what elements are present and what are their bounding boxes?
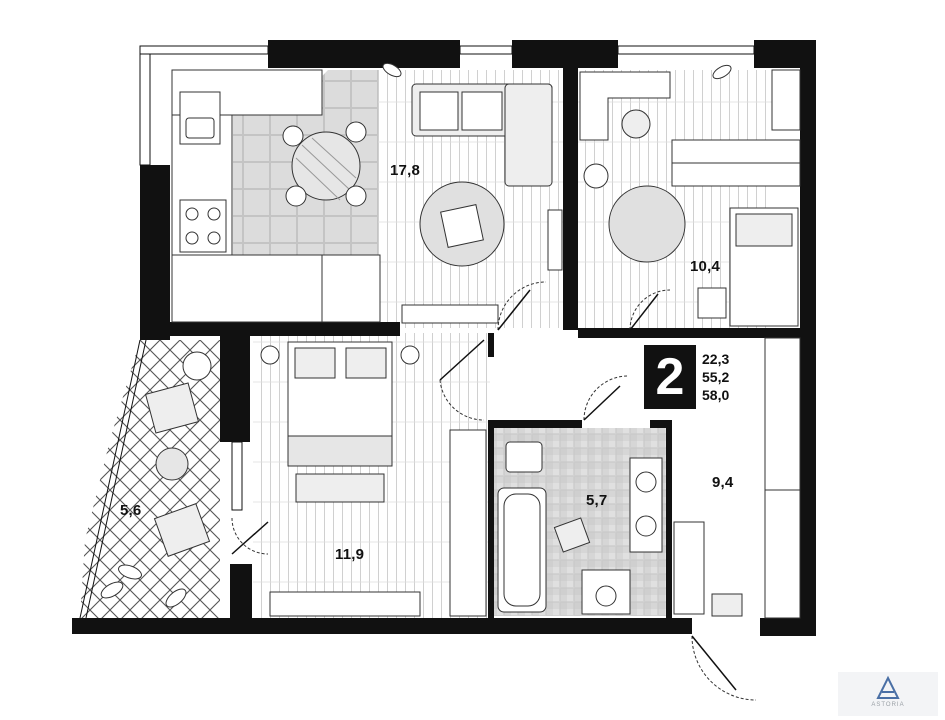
wall-bath-right (666, 420, 672, 618)
doors (231, 281, 757, 701)
apartment-summary-badge: 2 22,3 55,2 58,0 (644, 345, 744, 409)
basin-2 (635, 515, 657, 537)
windows (79, 45, 755, 619)
office-lamp (583, 163, 609, 189)
tv-stand (401, 304, 499, 324)
basin-1 (635, 471, 657, 493)
area-bathroom: 5,7 (586, 492, 608, 509)
total-area-with-balcony: 58,0 (702, 387, 730, 403)
shoe-cabinet (673, 521, 705, 615)
toilet (505, 441, 543, 473)
wall-living-office (563, 40, 578, 330)
armchair-2 (153, 503, 211, 557)
hallway-furniture (673, 337, 801, 619)
stove (179, 199, 227, 253)
window-kitchen-top (139, 45, 269, 55)
wall-bedroom-right (488, 333, 494, 357)
area-bedroom: 11,9 (335, 546, 365, 563)
area-stats: 22,3 55,2 58,0 (702, 350, 729, 404)
bath-mat (553, 517, 591, 553)
wall-right (800, 40, 816, 636)
balcony-planter (182, 351, 212, 381)
door-office (629, 289, 671, 331)
walls (72, 40, 816, 636)
bathroom-fixtures (497, 441, 663, 615)
wall-left-kitchen (140, 165, 170, 340)
astoria-logo-icon (876, 675, 900, 699)
hall-wardrobe (764, 337, 801, 619)
brand-logo: ASTORIA (838, 672, 938, 716)
kitchen-counter-bottom (171, 254, 381, 323)
wall-bath-top (494, 420, 582, 428)
door-bedroom (439, 379, 485, 421)
area-bedroom-office: 10,4 (690, 258, 720, 275)
door-balcony (231, 517, 269, 555)
balcony-edge-2 (85, 339, 147, 619)
coffee-table (440, 204, 484, 248)
area-balcony: 5,6 (120, 502, 142, 519)
rooms-count: 2 (644, 345, 696, 409)
bedroom-furniture (260, 341, 487, 617)
balcony-edge (79, 339, 141, 619)
plant-icon (100, 62, 732, 608)
nightstand (697, 287, 727, 319)
desk (579, 71, 671, 141)
wall-bottom (72, 618, 692, 634)
wall-living-bottom (380, 322, 400, 336)
living-area: 22,3 (702, 351, 730, 367)
hall-pouf (711, 593, 743, 617)
wall-balcony-bedroom-2 (230, 564, 252, 620)
area-hallway: 9,4 (712, 474, 734, 491)
wall-bottom-right (760, 618, 816, 636)
armchair-1 (144, 382, 200, 434)
door-living (497, 281, 547, 331)
bench (295, 473, 385, 503)
side-table (155, 447, 189, 481)
wall-bath-top-2 (650, 420, 670, 428)
brand-name: ASTORIA (871, 702, 905, 708)
bed-lamp-left (260, 345, 280, 365)
wall-top-1 (268, 40, 460, 68)
kitchen (171, 69, 381, 323)
bedroom-desk (269, 591, 421, 617)
window-kitchen-left (139, 53, 151, 166)
wall-balcony-bedroom (220, 322, 250, 442)
wall-kitchen-bottom (140, 322, 380, 336)
total-area: 55,2 (702, 369, 730, 385)
desk-chair (621, 109, 651, 139)
door-entrance (691, 635, 757, 701)
wall-office-bottom (578, 328, 800, 338)
window-living-top (459, 45, 513, 55)
dining-table (282, 121, 367, 207)
bedroom-wardrobe (449, 429, 487, 617)
sink-basin (185, 117, 215, 139)
door-bath (583, 375, 629, 421)
balcony-furniture (100, 62, 732, 608)
window-bedroom-left (231, 441, 243, 511)
window-office-top (617, 45, 755, 55)
living-shelf (547, 209, 563, 271)
area-living-kitchen: 17,8 (390, 162, 420, 179)
door-leaves (231, 289, 737, 691)
bed-lamp-right (400, 345, 420, 365)
wall-corridor-bath (488, 420, 494, 618)
office-shelf (771, 69, 801, 131)
office-rug (608, 185, 686, 263)
balcony-floor (80, 340, 220, 618)
living-furniture (401, 83, 563, 324)
office-furniture (579, 69, 801, 327)
